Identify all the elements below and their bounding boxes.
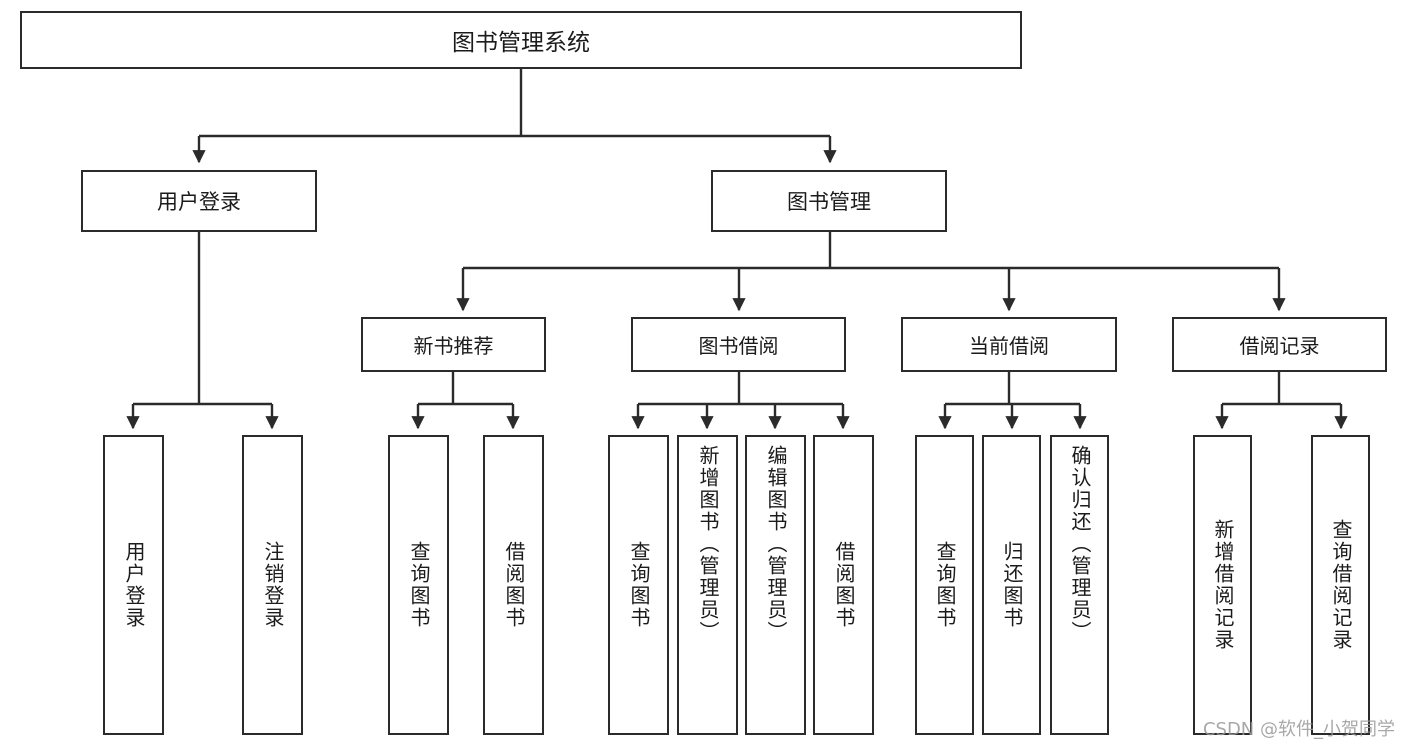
watermark-text: CSDN @软件_小贺同学: [1202, 719, 1395, 740]
node-user-login-label: 用户登录: [157, 190, 241, 214]
leaf-label: 查询借阅记录: [1329, 519, 1353, 651]
leaf-label: 新增借阅记录: [1211, 519, 1235, 651]
node-root-system[interactable]: 图书管理系统: [20, 11, 1022, 69]
leaf-label: 借阅图书: [832, 541, 856, 629]
node-root-label: 图书管理系统: [452, 30, 590, 56]
leaf-current-borrow-return-book[interactable]: 归还图书: [982, 435, 1041, 735]
leaf-book-borrow-add-book-admin[interactable]: 新增图书（管理员）: [677, 435, 738, 735]
node-borrow-record-label: 借阅记录: [1239, 334, 1320, 358]
leaf-borrow-record-query-record[interactable]: 查询借阅记录: [1311, 435, 1370, 735]
leaf-label: 用户登录: [122, 541, 146, 629]
node-current-borrow-label: 当前借阅: [969, 334, 1049, 358]
leaf-label: 查询图书: [933, 541, 957, 629]
node-new-book-recommend-label: 新书推荐: [413, 334, 494, 358]
leaf-label: 借阅图书: [502, 541, 526, 629]
leaf-label: 确认归还（管理员）: [1068, 445, 1092, 643]
leaf-new-book-query-book[interactable]: 查询图书: [388, 435, 449, 735]
node-new-book-recommend[interactable]: 新书推荐: [361, 317, 546, 372]
leaf-current-borrow-confirm-return-admin[interactable]: 确认归还（管理员）: [1050, 435, 1109, 735]
leaf-label: 查询图书: [627, 541, 651, 629]
node-book-borrow-label: 图书借阅: [698, 334, 779, 358]
leaf-book-borrow-edit-book-admin[interactable]: 编辑图书（管理员）: [745, 435, 806, 735]
leaf-label: 注销登录: [261, 541, 285, 629]
leaf-label: 查询图书: [407, 541, 431, 629]
node-book-borrow[interactable]: 图书借阅: [631, 317, 846, 372]
node-user-login[interactable]: 用户登录: [81, 170, 317, 232]
node-book-management[interactable]: 图书管理: [711, 170, 947, 232]
node-book-management-label: 图书管理: [787, 190, 871, 214]
node-current-borrow[interactable]: 当前借阅: [901, 317, 1117, 372]
leaf-book-borrow-query-book[interactable]: 查询图书: [608, 435, 669, 735]
leaf-label: 归还图书: [1000, 541, 1024, 629]
leaf-user-login-logout[interactable]: 注销登录: [242, 435, 303, 735]
leaf-book-borrow-borrow-book[interactable]: 借阅图书: [813, 435, 874, 735]
leaf-borrow-record-add-record[interactable]: 新增借阅记录: [1193, 435, 1252, 735]
leaf-user-login-login[interactable]: 用户登录: [103, 435, 164, 735]
leaf-current-borrow-query-book[interactable]: 查询图书: [915, 435, 974, 735]
leaf-new-book-borrow-book[interactable]: 借阅图书: [483, 435, 544, 735]
leaf-label: 编辑图书（管理员）: [764, 445, 788, 643]
leaf-label: 新增图书（管理员）: [696, 445, 720, 643]
node-borrow-record[interactable]: 借阅记录: [1172, 317, 1387, 372]
